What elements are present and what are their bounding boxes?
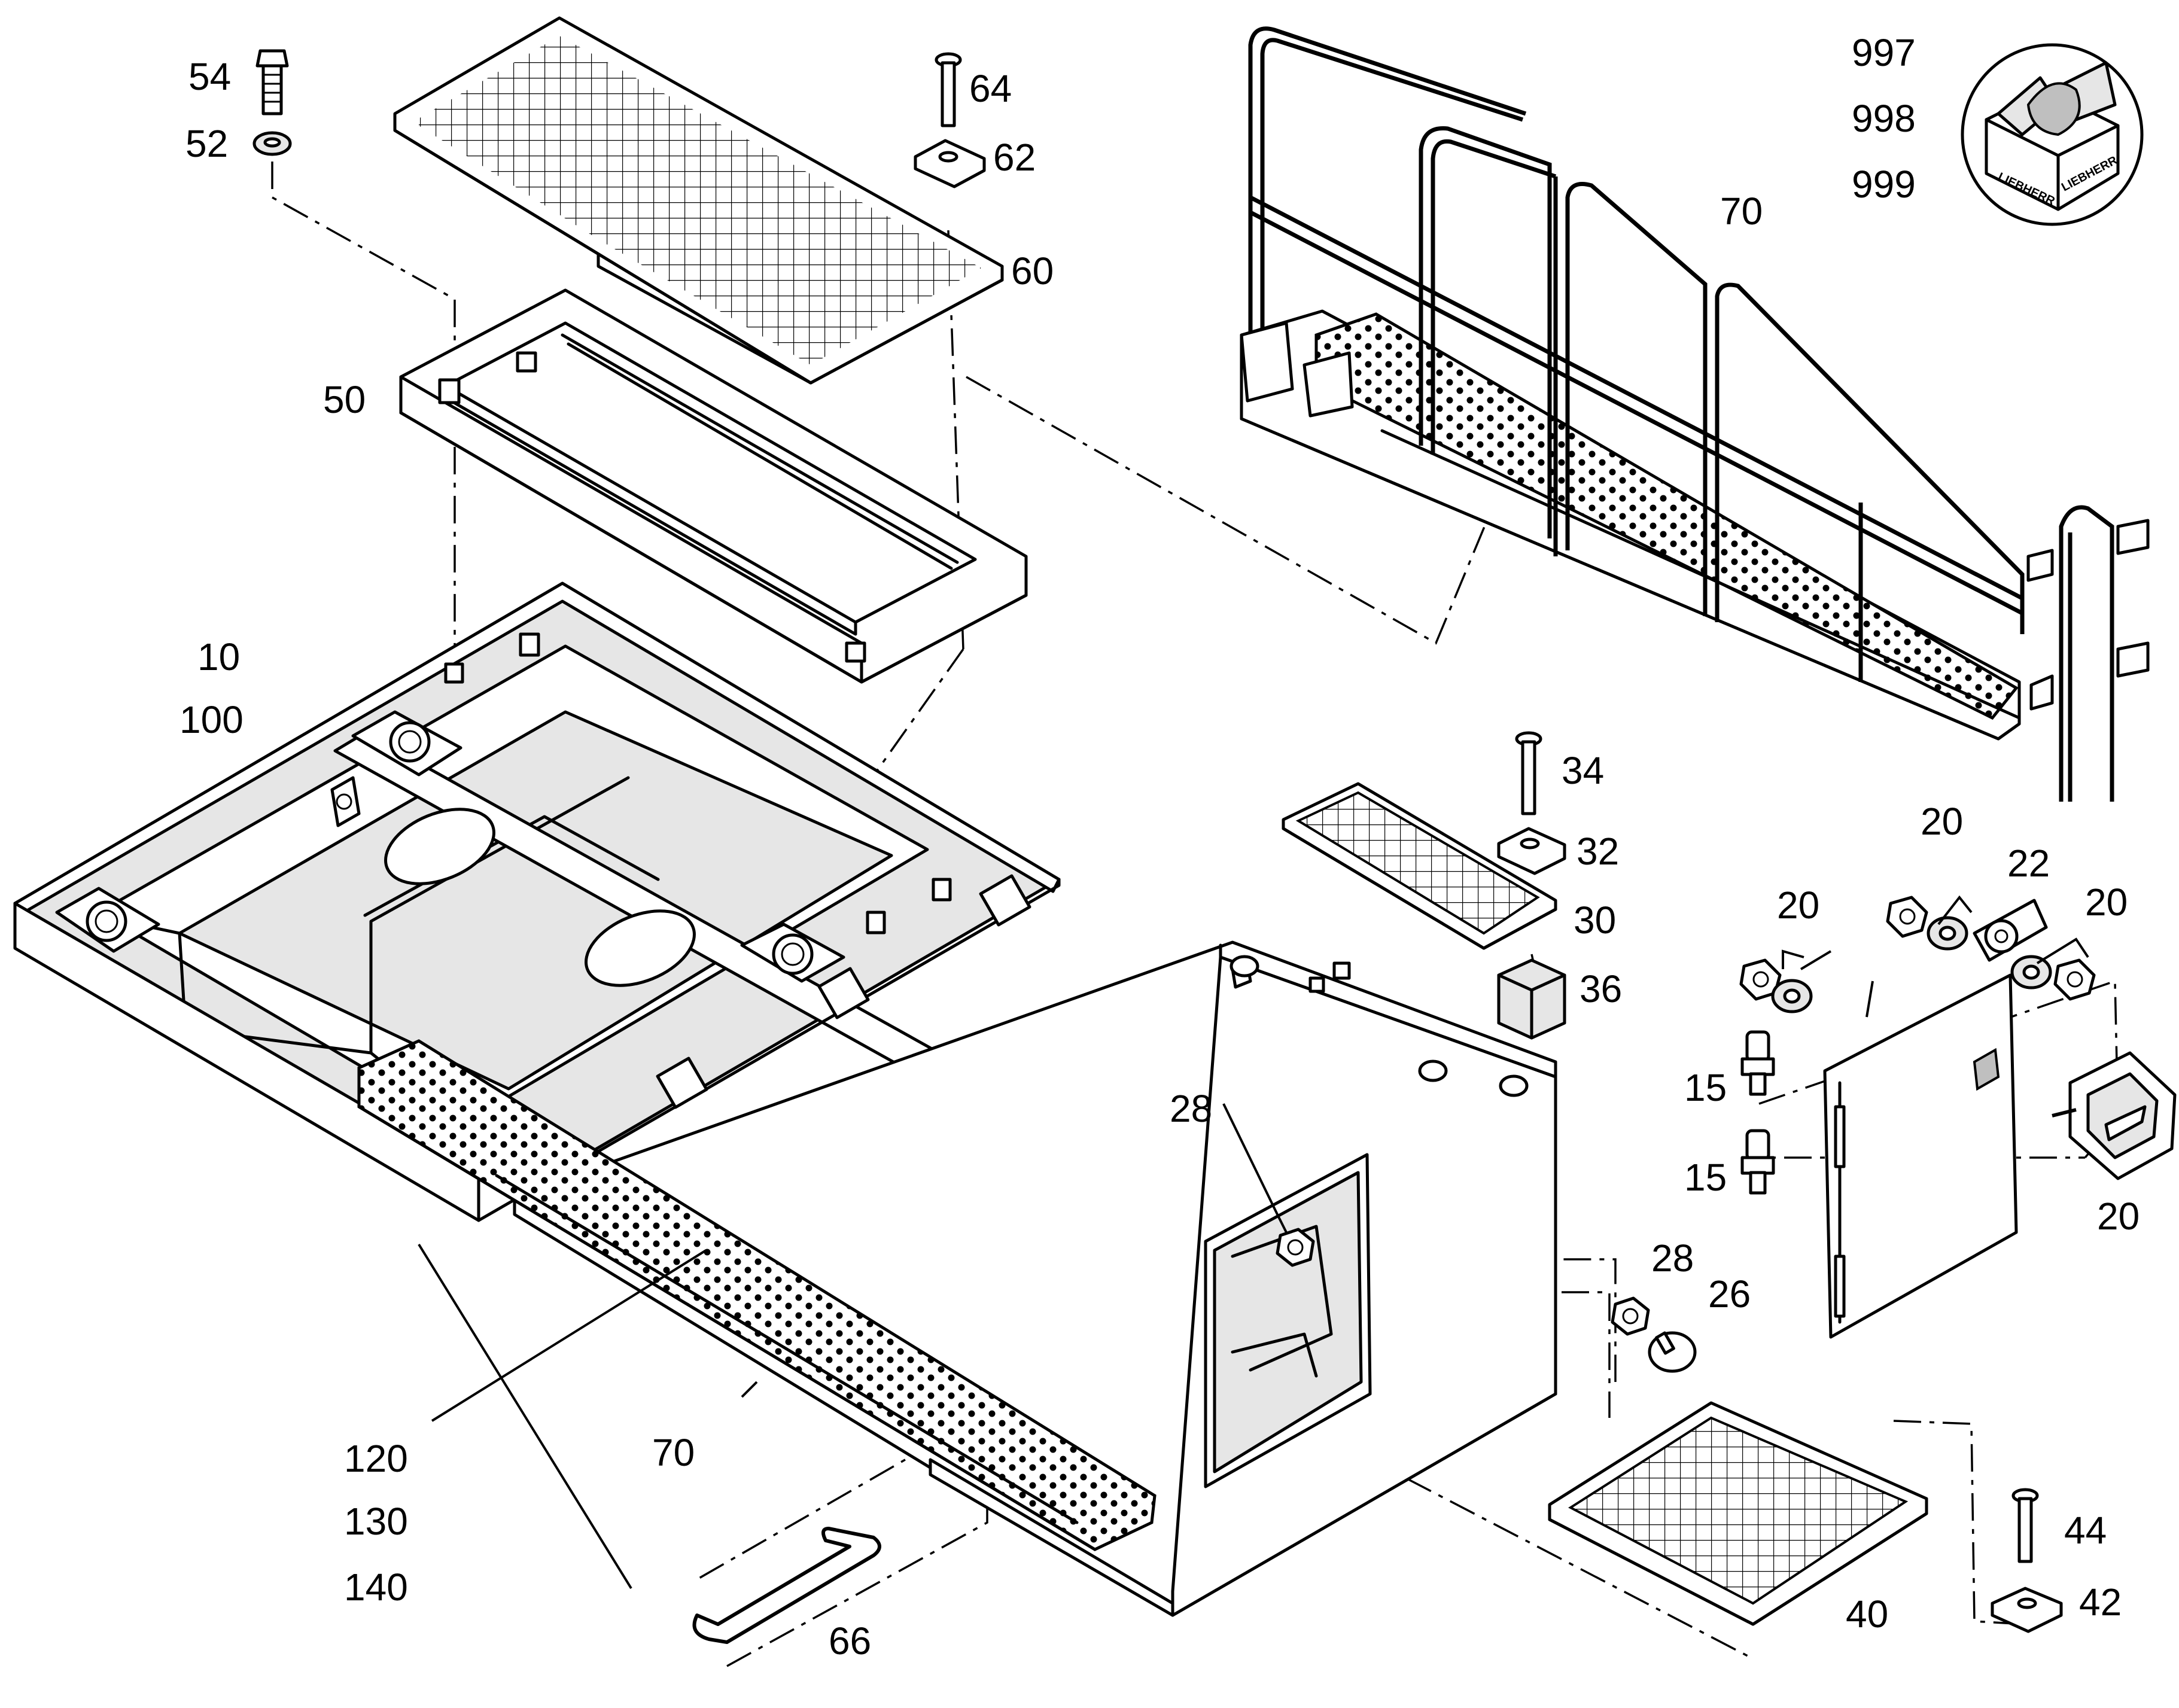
label-140: 140 [344, 1566, 408, 1609]
label-64: 64 [969, 67, 1012, 110]
washer-icon [252, 131, 292, 156]
label-70-bottom: 70 [652, 1431, 695, 1474]
label-20-d: 20 [2097, 1195, 2140, 1238]
label-997: 997 [1852, 31, 1916, 74]
label-15-b: 15 [1684, 1156, 1727, 1199]
latch-icon [2052, 1051, 2177, 1180]
label-44: 44 [2064, 1509, 2107, 1552]
step-box-120 [357, 940, 1557, 1617]
package-box-icon: LIEBHERR LIEBHERR [1961, 43, 2144, 226]
label-52: 52 [185, 122, 228, 165]
walkway-railing-70 [1240, 26, 2150, 802]
nut-icon [1740, 1030, 1775, 1096]
nut-icon [1886, 896, 1968, 951]
platform-body-10 [13, 581, 1061, 1222]
label-130: 130 [344, 1500, 408, 1543]
leader-lines [418, 895, 2089, 1590]
part-labels: 54 52 64 62 60 50 997 998 999 70 10 100 … [179, 31, 2140, 1663]
label-34: 34 [1562, 749, 1604, 792]
label-15-a: 15 [1684, 1066, 1727, 1109]
label-28-b: 28 [1651, 1237, 1694, 1280]
nut-icon [1739, 958, 1813, 1013]
label-42: 42 [2079, 1581, 2122, 1624]
washer-icon [1497, 958, 1566, 1040]
nut-icon [2010, 955, 2096, 1001]
label-32: 32 [1577, 830, 1619, 873]
label-120: 120 [344, 1437, 408, 1480]
nut-icon [1276, 1228, 1315, 1267]
label-26: 26 [1708, 1272, 1751, 1316]
washer-icon [1497, 827, 1566, 875]
label-60: 60 [1011, 249, 1054, 293]
access-door-panel [1823, 973, 2018, 1339]
washer-icon [1991, 1587, 2063, 1633]
label-50: 50 [323, 378, 366, 421]
latch-icon [1973, 899, 2048, 962]
label-20-a: 20 [1921, 800, 1963, 843]
bolt-icon [255, 49, 289, 115]
label-100: 100 [179, 698, 244, 741]
nut-icon [1611, 1296, 1650, 1336]
handle-66 [692, 1527, 881, 1644]
grating-30 [1282, 782, 1557, 950]
label-40: 40 [1846, 1593, 1888, 1636]
label-22: 22 [2007, 842, 2050, 885]
nut-icon [1648, 1331, 1697, 1373]
nut-icon [1740, 1129, 1775, 1195]
washer-icon [914, 139, 986, 188]
bolt-icon [1515, 731, 1542, 815]
frame-50 [399, 288, 1028, 684]
label-10: 10 [197, 635, 240, 678]
label-999: 999 [1852, 163, 1916, 206]
label-66: 66 [829, 1619, 871, 1663]
label-54: 54 [188, 55, 231, 98]
bolt-icon [935, 52, 962, 127]
grating-60 [393, 16, 1004, 385]
label-36: 36 [1580, 967, 1622, 1010]
grating-40 [1548, 1401, 1928, 1626]
bolt-icon [2011, 1488, 2039, 1563]
label-998: 998 [1852, 97, 1916, 140]
label-20-c: 20 [2085, 881, 2128, 924]
label-28-a: 28 [1170, 1087, 1212, 1130]
label-20-b: 20 [1777, 884, 1819, 927]
label-62: 62 [993, 136, 1036, 179]
label-70-top: 70 [1720, 190, 1763, 233]
label-30: 30 [1574, 899, 1616, 942]
